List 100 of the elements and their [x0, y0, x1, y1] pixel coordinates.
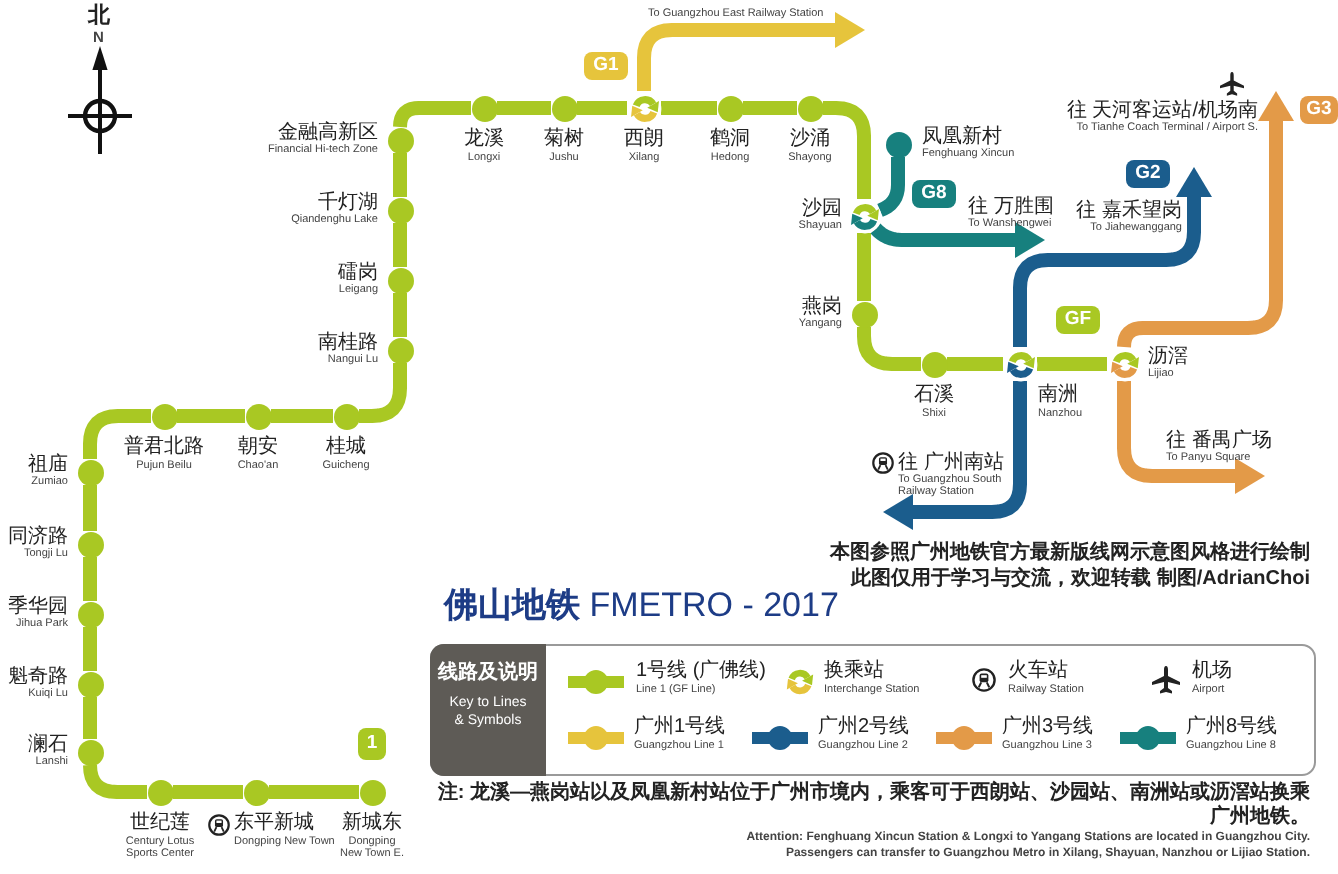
- station-dot-icon: [471, 95, 497, 121]
- station-dot-icon: [333, 403, 359, 429]
- destination-label: 往 嘉禾望岗: [1076, 200, 1182, 222]
- station-name: 鹤洞: [710, 128, 750, 150]
- metro-line: [637, 12, 865, 91]
- legend-label: 火车站: [1008, 660, 1068, 683]
- station-name: 千灯湖: [318, 191, 378, 213]
- station-name: 沙园: [802, 197, 842, 219]
- legend-label: 广州8号线: [1186, 716, 1278, 739]
- metro-line: [83, 485, 97, 531]
- station-dot-icon: [77, 531, 103, 557]
- station-dot-icon: [151, 403, 177, 429]
- destination-label: 往 万胜围: [968, 195, 1054, 217]
- station-dot-icon: [147, 779, 173, 805]
- station-dot-icon: [77, 671, 103, 697]
- metro-line: [83, 409, 151, 459]
- station-name: 南洲: [1038, 384, 1078, 406]
- metro-line: [661, 101, 717, 115]
- destination-label: 往 天河客运站/机场南: [1066, 100, 1258, 122]
- metro-line: [177, 409, 245, 423]
- map-title: 佛山地铁 FMETRO - 2017: [444, 586, 839, 626]
- station-dot-icon: [243, 779, 269, 805]
- station-name: 凤凰新村: [922, 125, 1002, 147]
- metro-line: [497, 101, 551, 115]
- station-name: 朝安: [238, 436, 278, 458]
- metro-line: [743, 101, 797, 115]
- station-name: 西朗: [624, 128, 664, 150]
- station-name: 普君北路: [124, 436, 204, 458]
- metro-line: [823, 101, 871, 199]
- station-dot-icon: [359, 779, 385, 805]
- station-dot-icon: [851, 301, 877, 327]
- station-dot-icon: [77, 739, 103, 765]
- line-badge: G3: [1300, 96, 1338, 124]
- metro-line: [173, 785, 243, 799]
- station-dot-icon: [551, 95, 577, 121]
- station-dot-icon: [387, 337, 413, 363]
- metro-line: [271, 409, 333, 423]
- interchange-icon: [1107, 347, 1141, 381]
- station-name: 东平新城: [234, 812, 314, 834]
- legend-label: 广州1号线: [634, 716, 726, 739]
- legend-label: 机场: [1192, 660, 1232, 683]
- line-badge: G8: [912, 180, 956, 208]
- station-dot-icon: [717, 95, 743, 121]
- station-name: 同济路: [8, 525, 68, 547]
- legend-key-panel: [430, 644, 546, 776]
- legend-label: 广州3号线: [1002, 716, 1094, 739]
- metro-line: [359, 363, 407, 423]
- legend-label: 1号线 (广佛线): [636, 660, 766, 683]
- credit-note: 此图仅用于学习与交流，欢迎转载 制图/AdrianChoi: [851, 568, 1310, 591]
- line-badge: G1: [584, 52, 628, 80]
- station-name: 魁奇路: [8, 665, 68, 687]
- station-dot-icon: [77, 459, 103, 485]
- station-name: 沥滘: [1148, 345, 1188, 367]
- station-name: 沙涌: [790, 128, 830, 150]
- station-dot-icon: [77, 601, 103, 627]
- metro-line: [393, 293, 407, 337]
- station-name: 新城东: [342, 812, 402, 834]
- station-dot-icon: [885, 131, 911, 157]
- interchange-icon: [847, 199, 881, 233]
- metro-line: [1037, 357, 1107, 371]
- metro-line: [1117, 381, 1265, 494]
- station-dot-icon: [245, 403, 271, 429]
- metro-line: [393, 223, 407, 267]
- metro-line: [857, 233, 871, 301]
- credit-note: 本图参照广州地铁官方最新版线网示意图风格进行绘制: [830, 542, 1310, 565]
- station-name: 菊树: [544, 128, 584, 150]
- station-name: 季华园: [8, 595, 68, 617]
- station-dot-icon: [797, 95, 823, 121]
- station-dot-icon: [387, 267, 413, 293]
- station-name: 燕岗: [802, 295, 842, 317]
- metro-line: [83, 627, 97, 671]
- station-name: 世纪莲: [130, 812, 190, 834]
- metro-line: [873, 157, 905, 218]
- line-badge: G2: [1126, 160, 1170, 188]
- legend-label: 广州2号线: [818, 716, 910, 739]
- metro-line: [83, 697, 97, 739]
- station-name: 龙溪: [464, 128, 504, 150]
- legend-heading: 线路及说明: [438, 662, 538, 686]
- interchange-icon: [1003, 347, 1037, 381]
- station-name: 澜石: [28, 733, 68, 755]
- footnote: 注: 龙溪—燕岗站以及凤凰新村站位于广州市境内，乘客可于西朗站、沙园站、南洲站或沥滘站换乘广州地铁。: [435, 782, 1310, 828]
- station-dot-icon: [921, 351, 947, 377]
- metro-line: [857, 327, 921, 371]
- destination-label: 往 广州南站: [898, 451, 1006, 473]
- destination-label: 往 番禺广场: [1166, 430, 1272, 452]
- station-name: 南桂路: [318, 331, 378, 353]
- interchange-icon: [627, 91, 661, 125]
- station-name: 礌岗: [338, 261, 378, 283]
- metro-line: [393, 153, 407, 197]
- metro-line: [883, 381, 1027, 530]
- station-dot-icon: [387, 127, 413, 153]
- station-name: 金融高新区: [278, 121, 378, 143]
- station-name: 石溪: [914, 384, 954, 406]
- station-name: 祖庙: [28, 453, 68, 475]
- compass-label: 北: [88, 4, 110, 29]
- station-name: 桂城: [326, 436, 366, 458]
- line-badge: 1: [358, 728, 386, 760]
- station-dot-icon: [387, 197, 413, 223]
- legend-label: 换乘站: [824, 660, 884, 683]
- metro-line: [868, 221, 1045, 258]
